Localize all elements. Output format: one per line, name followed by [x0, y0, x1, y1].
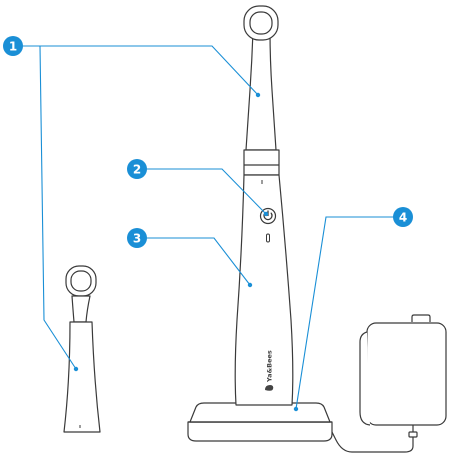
- callout-2-number: 2: [133, 163, 141, 177]
- brand-logo-text: Ya&Bees: [266, 350, 274, 383]
- callout-1: 1: [3, 36, 23, 56]
- power-adapter: [331, 314, 447, 453]
- charging-base: [187, 402, 333, 442]
- callout-4: 4: [393, 207, 413, 227]
- callout-endpoints: [73, 92, 299, 412]
- indicator-light: [266, 233, 270, 243]
- callout-2: 2: [127, 159, 147, 179]
- callout-3: 3: [127, 228, 147, 248]
- brand-mark: Ya&Bees: [265, 350, 274, 391]
- brand-logo-icon: [265, 385, 274, 391]
- callout-1-number: 1: [9, 40, 17, 54]
- callout-lines: [22, 45, 394, 410]
- callout-3-number: 3: [133, 232, 141, 246]
- toothbrush: [234, 5, 294, 406]
- spare-brush-head: [63, 265, 101, 433]
- callout-4-number: 4: [399, 211, 407, 225]
